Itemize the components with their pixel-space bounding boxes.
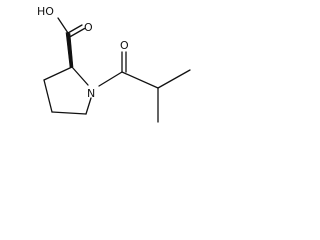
stereo-wedge-bond — [65, 32, 74, 68]
skeletal-formula: HO O N O — [37, 5, 191, 123]
bond-ch-methyl-up — [157, 69, 191, 89]
bond-c-o-double-b — [69, 27, 86, 38]
bond-calpha-cbeta — [43, 66, 73, 81]
bond-cdelta-n — [85, 97, 92, 115]
atom-label-hydroxyl: HO — [37, 5, 54, 18]
bond-n-acyl-carbon — [98, 71, 123, 87]
bond-cgamma-cdelta — [51, 111, 87, 115]
atom-label-acid-oxygen: O — [84, 21, 93, 34]
bond-c-o-double-a — [67, 24, 83, 34]
atom-label-amide-oxygen: O — [120, 39, 129, 52]
bond-calpha-n — [71, 66, 89, 86]
bond-c-oh — [57, 17, 69, 34]
atom-label-nitrogen: N — [87, 87, 95, 100]
bond-acyl-ch — [121, 71, 159, 89]
bond-cbeta-cgamma — [43, 79, 53, 113]
